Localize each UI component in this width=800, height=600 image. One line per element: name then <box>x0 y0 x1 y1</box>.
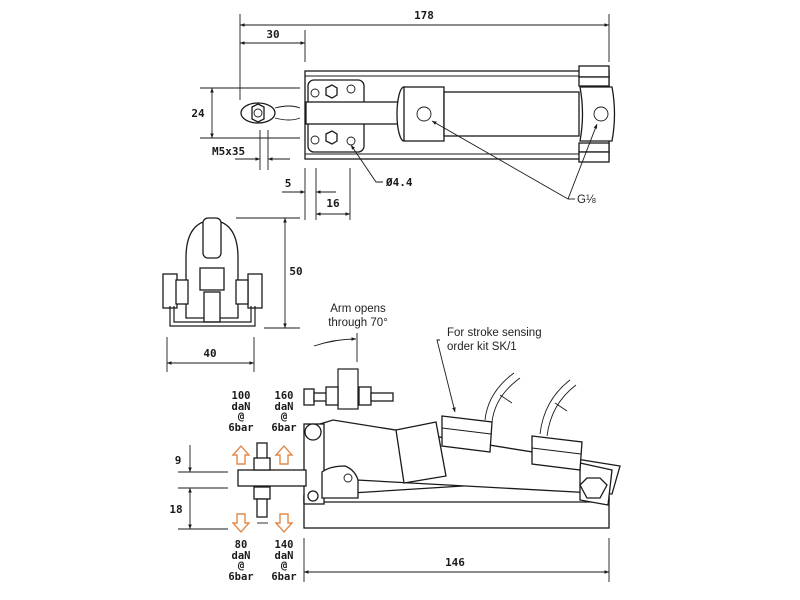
force-label-up-1: 100 daN @ 6bar <box>228 390 253 434</box>
bolt-nut <box>325 386 339 406</box>
rear-pivot-nut <box>579 477 608 499</box>
svg-text:6bar: 6bar <box>228 571 253 583</box>
hole-diameter-label: Ø4.4 <box>385 176 413 189</box>
end-side-washer <box>175 279 189 305</box>
mount-hole <box>310 135 320 145</box>
end-block <box>199 267 225 291</box>
sensor-note-line1: For stroke sensing <box>447 327 542 339</box>
svg-text:@: @ <box>238 560 244 572</box>
end-view: 50 40 <box>162 217 303 372</box>
dim-base-length: 146 <box>445 556 465 569</box>
dim-upper-offset: 9 <box>175 454 182 467</box>
svg-text:80: 80 <box>235 539 248 551</box>
svg-text:160: 160 <box>275 390 294 402</box>
sensor-leader <box>436 339 456 413</box>
dim-end-width: 40 <box>203 347 216 360</box>
spindle-bolt-bottom <box>256 498 268 518</box>
dim-spindle: M5x35 <box>212 145 245 158</box>
cylinder-rear-cap <box>579 86 616 142</box>
stroke-sensor <box>441 415 493 453</box>
svg-text:6bar: 6bar <box>271 422 296 434</box>
tie-nut <box>578 151 610 163</box>
mount-hole <box>310 88 320 98</box>
dim-overall-length: 178 <box>414 9 434 22</box>
spindle-nut-bottom <box>253 486 271 500</box>
end-base-channel <box>169 306 256 327</box>
svg-text:100: 100 <box>232 390 251 402</box>
arm-swing-arrow <box>313 337 357 347</box>
end-side-washer <box>235 279 249 305</box>
svg-text:140: 140 <box>275 539 294 551</box>
svg-text:6bar: 6bar <box>271 571 296 583</box>
cylinder-collar <box>395 421 447 484</box>
force-up-arrow <box>274 444 294 465</box>
dim-slot-offset: 5 <box>285 177 292 190</box>
spindle-nut <box>251 103 265 123</box>
dim-lower-offset: 18 <box>169 503 182 516</box>
dim-end-height: 50 <box>289 265 302 278</box>
tie-nut <box>578 76 610 87</box>
piston-rod <box>305 101 407 125</box>
spindle-link <box>274 105 301 121</box>
hole-leader <box>350 144 383 183</box>
bolt-head <box>303 388 315 406</box>
end-stem <box>203 291 221 323</box>
hex-nut <box>325 130 338 145</box>
tie-nut <box>578 142 610 153</box>
svg-text:daN: daN <box>232 401 251 413</box>
svg-text:6bar: 6bar <box>228 422 253 434</box>
arm-note-line2: through 70° <box>328 317 388 329</box>
dim-height-24: 24 <box>191 107 205 120</box>
sensor-cable <box>539 379 577 437</box>
force-down-arrow <box>231 513 251 534</box>
spindle-arm <box>237 469 307 487</box>
top-view: 178 30 <box>191 9 616 220</box>
cylinder-body <box>443 91 580 137</box>
bolt-nut <box>358 386 372 406</box>
force-up-arrow <box>231 444 251 465</box>
open-arm <box>337 368 359 410</box>
cable-tie <box>554 402 568 412</box>
svg-text:@: @ <box>281 560 287 572</box>
tie-nut <box>578 65 610 78</box>
air-port <box>593 106 609 122</box>
force-label-down-1: 80 daN @ 6bar <box>228 539 253 583</box>
force-label-down-2: 140 daN @ 6bar <box>271 539 296 583</box>
sensor-cable <box>484 372 521 423</box>
side-view: Arm opens through 70° For stroke sensing… <box>169 303 621 583</box>
svg-text:@: @ <box>281 411 287 423</box>
sensor-note-line2: order kit SK/1 <box>447 341 517 353</box>
force-label-up-2: 160 daN @ 6bar <box>271 390 296 434</box>
end-side-nut <box>247 273 263 309</box>
port-label: G⅛ <box>577 194 596 206</box>
spindle-nut-top <box>253 457 271 471</box>
dim-mount-width: 16 <box>326 197 340 210</box>
mount-hole <box>346 84 356 94</box>
hex-nut <box>325 84 338 99</box>
cable-tie <box>499 394 513 404</box>
svg-text:daN: daN <box>275 550 294 562</box>
end-arm <box>202 217 222 259</box>
port-leader <box>431 120 569 200</box>
svg-text:@: @ <box>238 411 244 423</box>
cylinder-front-cap <box>403 86 445 142</box>
pivot-pin <box>304 423 322 441</box>
stroke-sensor <box>531 435 583 471</box>
svg-text:daN: daN <box>275 401 294 413</box>
arm-note-line1: Arm opens <box>330 303 386 315</box>
force-down-arrow <box>274 513 294 534</box>
svg-text:daN: daN <box>232 550 251 562</box>
pivot-pin <box>307 490 319 502</box>
dim-arm-offset: 30 <box>266 28 279 41</box>
air-port <box>416 106 432 122</box>
port-leader <box>567 123 598 200</box>
end-side-nut <box>162 273 178 309</box>
toggle-link <box>321 465 359 499</box>
